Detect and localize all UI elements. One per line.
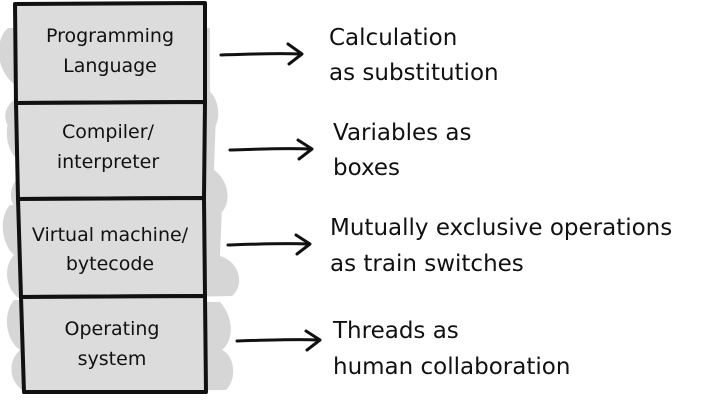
description-calculation-line1: Calculation xyxy=(329,25,457,51)
description-mutual-exclusion-line2: as train switches xyxy=(330,251,524,277)
layer-stack xyxy=(13,1,208,394)
layer-label-virtual-machine-line1: Virtual machine/ xyxy=(32,224,189,246)
layer-label-programming-language-line1: Programming xyxy=(46,25,174,47)
description-variables-line2: boxes xyxy=(333,155,400,181)
layer-label-operating-system-line2: system xyxy=(78,348,147,370)
arrow-right-icon xyxy=(235,329,322,352)
layer-label-compiler-line1: Compiler/ xyxy=(62,121,155,143)
arrow-right-icon xyxy=(226,233,312,256)
description-calculation-line2: as substitution xyxy=(329,60,499,86)
layer-label-virtual-machine-line2: bytecode xyxy=(66,253,154,275)
description-threads-line2: human collaboration xyxy=(333,354,570,380)
arrow-right-icon xyxy=(228,138,314,161)
layer-box-virtual-machine xyxy=(16,196,207,299)
layer-label-programming-language-line2: Language xyxy=(63,55,157,77)
arrow-right-icon xyxy=(219,42,304,66)
layer-label-operating-system-line1: Operating xyxy=(65,318,160,340)
layer-label-compiler-line2: interpreter xyxy=(57,151,160,173)
description-variables-line1: Variables as xyxy=(333,120,472,146)
layer-box-operating-system xyxy=(19,294,208,394)
description-threads-line1: Threads as xyxy=(332,318,459,344)
layer-box-programming-language xyxy=(13,1,207,105)
description-mutual-exclusion-line1: Mutually exclusive operations xyxy=(330,215,672,241)
arrows xyxy=(219,42,322,352)
